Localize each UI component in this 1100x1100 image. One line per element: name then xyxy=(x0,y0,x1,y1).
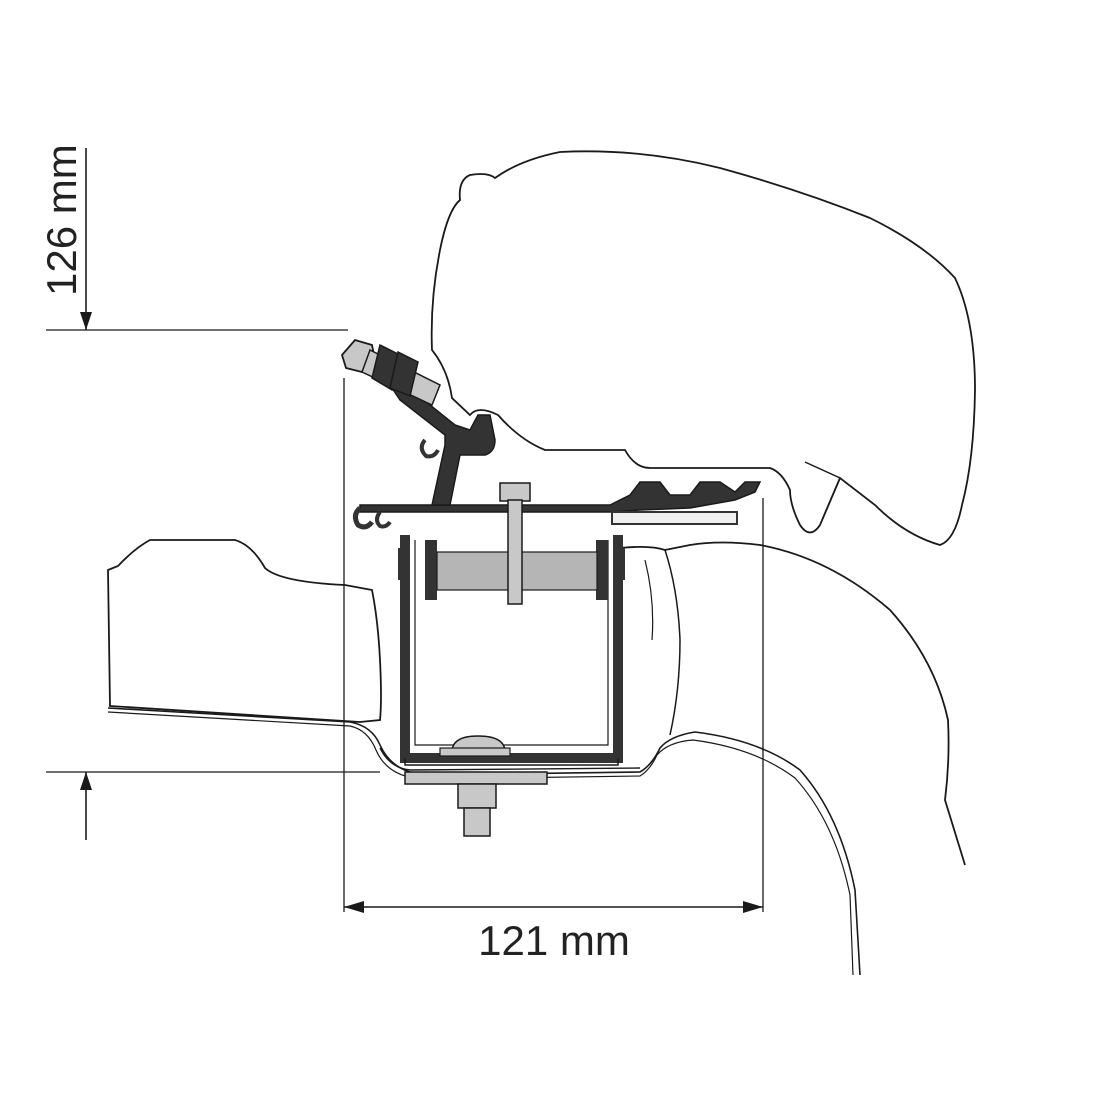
height-dimension xyxy=(46,148,380,840)
roof-skin-lower-inner xyxy=(107,711,854,976)
height-label: 126 mm xyxy=(38,144,85,296)
roof-rib-2 xyxy=(644,559,654,641)
clamp-jaw-hook xyxy=(419,438,440,459)
awning-front-lip xyxy=(804,461,841,521)
roof-profile-left xyxy=(107,539,382,723)
roof-profile-right xyxy=(619,541,966,866)
rail-hook-left xyxy=(352,506,374,530)
rail-hook-left-2 xyxy=(375,510,392,529)
roof-skin-lower xyxy=(107,707,861,976)
upper-bolt xyxy=(499,482,531,605)
width-label: 121 mm xyxy=(478,917,630,964)
roof-skin-under-bracket xyxy=(379,747,641,771)
adapter-rail xyxy=(359,481,762,513)
rail-extension xyxy=(611,511,738,525)
roof-bolt xyxy=(404,735,548,837)
roof-rib xyxy=(664,549,681,736)
awning-casing xyxy=(430,150,976,546)
width-dimension xyxy=(343,378,764,913)
clamp-bolt xyxy=(340,338,441,407)
